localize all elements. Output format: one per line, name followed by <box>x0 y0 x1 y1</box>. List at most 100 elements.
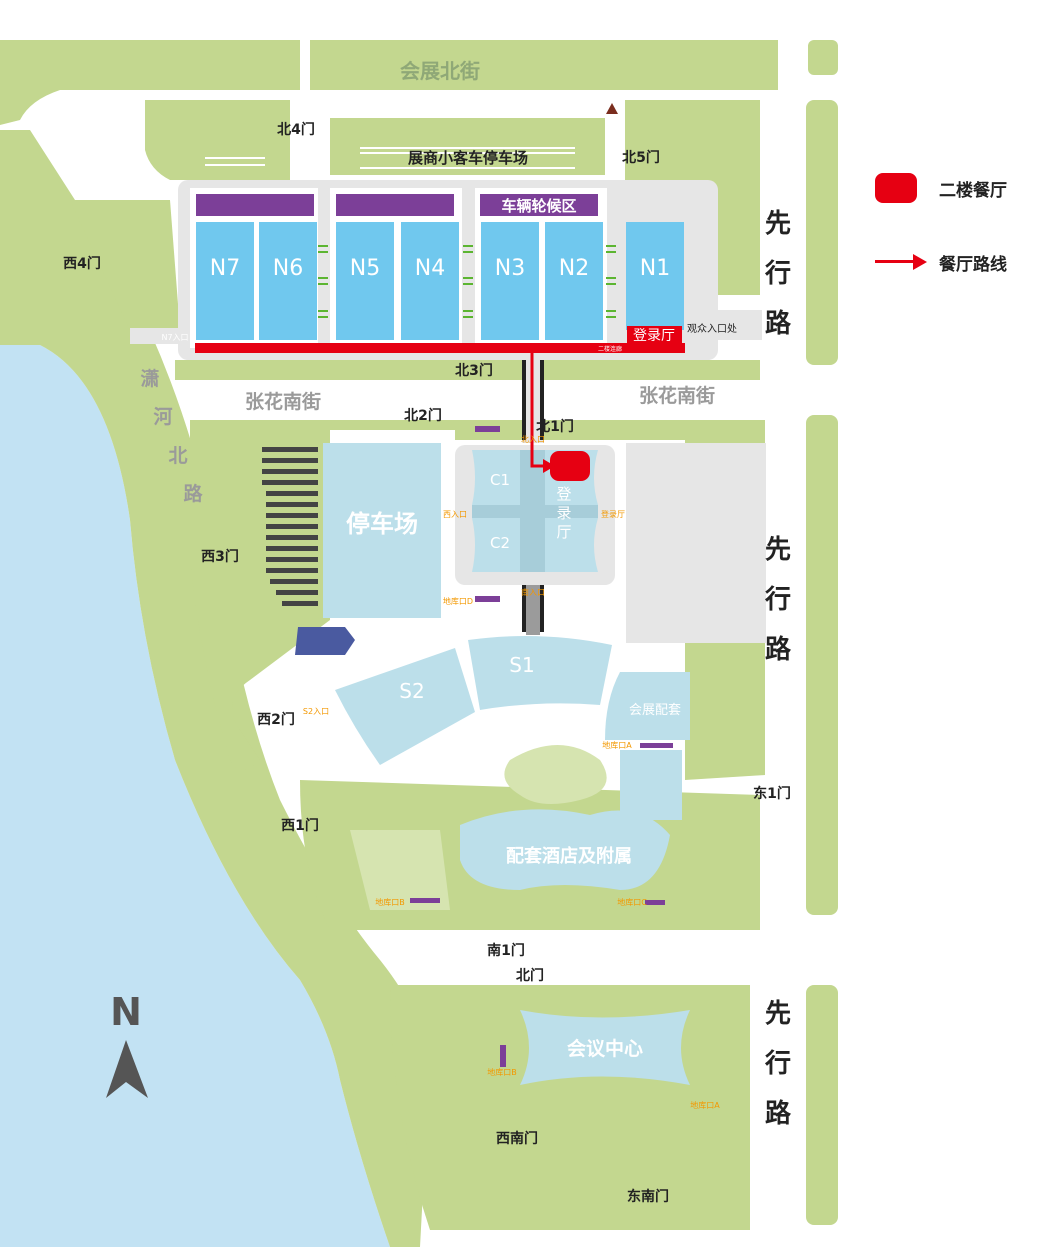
label-hotel: 配套酒店及附属 <box>506 845 632 867</box>
label-n7: N7 <box>210 256 240 281</box>
label-support: 会展配套 <box>629 702 681 718</box>
map-legend: 二楼餐厅 餐厅路线 <box>875 170 1040 280</box>
hall-n6 <box>259 222 317 340</box>
label-center-reg-1: 登 <box>556 485 571 503</box>
label-audience-entrance: 观众入口处 <box>687 323 737 335</box>
label-garage-d: 地库口D <box>443 596 473 606</box>
label-staging-area: 车辆轮候区 <box>501 197 576 215</box>
green-east-middle <box>806 415 838 915</box>
center-registration-bottom <box>545 518 598 572</box>
label-corridor: 二楼连廊 <box>598 345 622 353</box>
label-center-reg-3: 厅 <box>556 523 571 541</box>
west-parking-bays <box>262 447 318 606</box>
label-center-reg-entrance: 登录厅 <box>601 509 625 519</box>
label-n4: N4 <box>415 256 445 281</box>
gate-n1: 北1门 <box>536 418 574 435</box>
green-east-bottom <box>806 985 838 1225</box>
route-arrow-icon <box>875 252 927 272</box>
restaurant-route <box>530 350 555 473</box>
label-garage-c: 地库口C <box>617 897 647 907</box>
hall-s2 <box>335 648 475 765</box>
west-parking-lot <box>323 443 441 618</box>
green-north-left <box>145 100 290 180</box>
north-parking-stripes <box>205 147 575 169</box>
label-garage-b: 地库口B <box>375 897 405 907</box>
north-exit-icon <box>606 103 618 114</box>
hall-n1 <box>626 222 684 330</box>
support-building <box>605 672 690 740</box>
green-hotel-west <box>350 830 450 910</box>
compass-arrow-icon <box>106 1040 148 1098</box>
hall-transfer-arrows <box>318 245 616 318</box>
dark-blue-building <box>295 627 355 655</box>
bridge-stairs <box>522 360 544 632</box>
label-n7-entrance: N7入口 <box>161 333 188 342</box>
street-xianxing-1a: 先 <box>765 209 791 239</box>
street-zhanghua-west: 张花南街 <box>245 390 321 413</box>
label-north-entrance: 北入口 <box>521 435 545 444</box>
street-xianxing-1c: 路 <box>765 308 792 339</box>
center-spine-corridor <box>520 450 545 572</box>
green-west4 <box>70 200 180 330</box>
label-n5: N5 <box>350 256 380 281</box>
gate-w4: 西4门 <box>63 255 101 272</box>
staging-area-bar <box>480 194 598 216</box>
hall-n2 <box>545 222 603 340</box>
second-floor-restaurant <box>550 451 590 481</box>
compass-label: N <box>110 990 142 1034</box>
street-xianxing-3c: 路 <box>765 1098 792 1129</box>
gate-n5: 北5门 <box>622 149 660 166</box>
street-xianxing-3a: 先 <box>765 999 791 1029</box>
green-north-parking <box>330 118 605 175</box>
label-s1: S1 <box>509 653 534 677</box>
street-xiaohe-4: 路 <box>183 482 203 505</box>
river-water <box>0 345 390 1247</box>
label-c1: C1 <box>490 471 510 489</box>
north-green-strip <box>310 40 778 90</box>
street-north: 会展北街 <box>400 59 480 83</box>
n7n6-purple-bar <box>196 194 314 216</box>
n7-entrance-area <box>130 328 190 344</box>
gate-n3: 北3门 <box>455 362 493 379</box>
label-garage-a: 地库口A <box>602 740 632 750</box>
restaurant-swatch-icon <box>875 173 917 203</box>
gate-w1: 西1门 <box>281 817 319 834</box>
street-xianxing-2c: 路 <box>765 634 792 665</box>
hotel-main <box>460 809 670 890</box>
label-n1: N1 <box>640 256 670 281</box>
gate-sw: 西南门 <box>496 1130 538 1147</box>
label-north-parking: 展商小客车停车场 <box>408 149 528 167</box>
hotel-tower <box>620 750 682 820</box>
gate-w3: 西3门 <box>201 548 239 565</box>
gate-se: 东南门 <box>627 1188 669 1205</box>
gate-n4: 北4门 <box>277 121 315 138</box>
hall-n5 <box>336 222 394 340</box>
label-n2: N2 <box>559 256 589 281</box>
label-south-entrance: 南入口 <box>521 587 545 597</box>
street-xiaohe-2: 河 <box>153 406 172 428</box>
gate-north: 北门 <box>516 967 544 984</box>
south-bridge <box>526 575 540 635</box>
label-west-parking: 停车场 <box>346 510 418 538</box>
second-floor-corridor <box>195 343 685 353</box>
green-north-right <box>625 100 760 295</box>
label-center-reg-2: 录 <box>556 504 571 522</box>
green-east-top <box>806 100 838 365</box>
street-zhanghua-east: 张花南街 <box>639 384 715 407</box>
label-c2: C2 <box>490 534 510 552</box>
label-n6: N6 <box>273 256 303 281</box>
east-gray-block <box>626 443 766 643</box>
label-s2: S2 <box>399 679 424 703</box>
hall-c2 <box>472 518 520 572</box>
n5n4-purple-bar <box>336 194 454 216</box>
gate-e1: 东1门 <box>753 785 791 802</box>
label-s2-entrance: S2入口 <box>303 707 329 716</box>
legend-restaurant: 二楼餐厅 <box>875 172 1007 204</box>
label-conf-garage-a: 地库口A <box>690 1100 720 1110</box>
street-xianxing-3b: 行 <box>764 1048 791 1079</box>
green-below-halls <box>175 360 760 380</box>
garage-markers <box>410 426 673 1067</box>
legend-route: 餐厅路线 <box>875 246 1007 278</box>
label-west-entrance: 西入口 <box>443 510 467 519</box>
